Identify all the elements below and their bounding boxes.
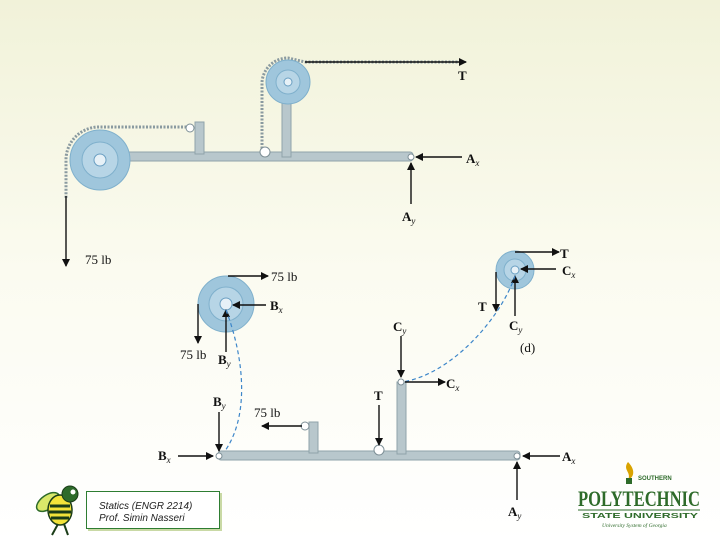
logo-system: University System of Georgia — [602, 522, 667, 529]
frame-beam — [217, 450, 521, 461]
top-T-label: T — [458, 68, 467, 83]
torch-icon — [626, 462, 634, 480]
professor-name: Prof. Simin Nasseri — [99, 513, 185, 524]
pulleyC-Cy-label: Cy — [509, 318, 522, 335]
top-cable — [64, 125, 190, 198]
pulleyB-By-label: By — [218, 352, 231, 369]
course-title: Statics (ENGR 2214) — [99, 501, 193, 512]
frame-Ax-label: Ax — [562, 449, 575, 466]
pulley-c-free-body-diagram: T Cx T Cy (d) — [478, 246, 575, 355]
frame-vertical-member — [396, 381, 407, 455]
pulley-b-free-body-diagram: 75 lb 75 lb Bx By — [180, 269, 297, 369]
frame-Bx-label: Bx — [158, 448, 171, 465]
pulleyC-T-top-label: T — [560, 246, 569, 261]
frame-Ay-label: Ay — [508, 504, 521, 521]
mascot-logo — [35, 485, 79, 536]
top-Ax-label: Ax — [466, 151, 479, 168]
course-caption: Statics (ENGR 2214) Prof. Simin Nasseri — [86, 491, 220, 529]
frame-left-post — [308, 421, 319, 454]
logo-southern: SOUTHERN — [638, 476, 672, 482]
pulleyB-75lb-top-label: 75 lb — [271, 269, 297, 284]
connector-b — [221, 309, 243, 456]
pulleyC-part-label: (d) — [520, 340, 535, 355]
logo-state-university: STATE UNIVERSITY — [582, 513, 699, 520]
pulleyB-75lb-left-label: 75 lb — [180, 347, 206, 362]
pulleyB-Bx-label: Bx — [270, 298, 283, 315]
frame-75lb-label: 75 lb — [254, 405, 280, 420]
top-75lb-label: 75 lb — [85, 252, 111, 267]
pulleyC-T-left-label: T — [478, 299, 487, 314]
frame-By-label: By — [213, 394, 226, 411]
logo-polytechnic: POLYTECHNIC — [578, 486, 700, 511]
top-beam — [94, 151, 414, 162]
top-free-body-diagram: T Ax Ay 75 lb — [62, 56, 479, 267]
university-logo: SOUTHERN POLYTECHNIC STATE UNIVERSITY Un… — [578, 462, 700, 529]
top-left-post — [194, 121, 205, 155]
top-Ay-label: Ay — [402, 209, 415, 226]
frame-T-label: T — [374, 388, 383, 403]
frame-Cy-label: Cy — [393, 319, 406, 336]
frame-free-body-diagram: Cy Cx T By 75 lb Bx Ax Ay — [158, 319, 575, 521]
connector-c — [401, 275, 516, 383]
pulleyC-Cx-label: Cx — [562, 263, 575, 280]
frame-Cx-label: Cx — [446, 376, 459, 393]
